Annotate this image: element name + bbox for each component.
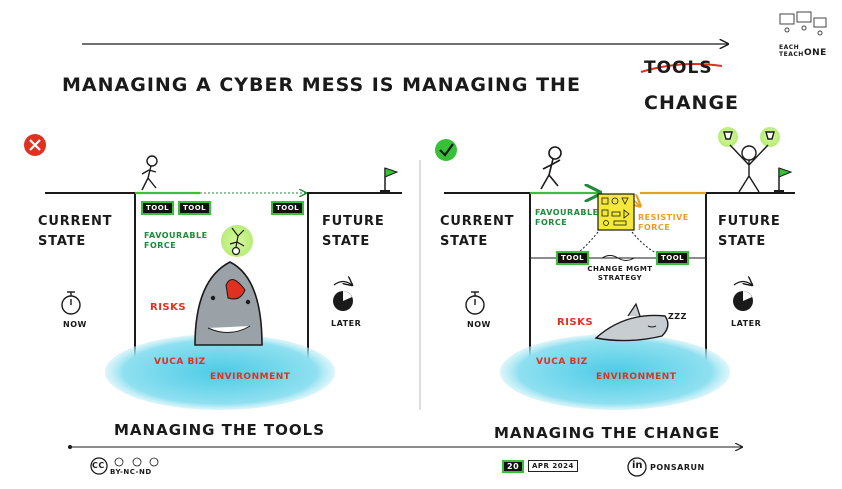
shark-icon: [194, 261, 263, 346]
right-later-label: LATER: [731, 319, 762, 328]
strike-line: [640, 63, 723, 73]
strategy-label: CHANGE MGMT STRATEGY: [587, 265, 653, 282]
number-badge: 20: [502, 460, 525, 473]
strategy-note-icon: [597, 193, 635, 231]
cc-label: CC: [92, 461, 105, 470]
walker-figure: [141, 155, 158, 191]
right-environment-label: ENVIRONMENT: [596, 372, 677, 382]
left-risks-label: RISKS: [150, 302, 187, 313]
sleeping-shark-icon: [594, 302, 669, 342]
left-caption: MANAGING THE TOOLS: [114, 421, 326, 439]
stopwatch-icon: [61, 291, 81, 315]
brand-line1: EACH: [779, 44, 800, 51]
right-future-state: FUTURE STATE: [718, 214, 781, 249]
date-badge: APR 2024: [528, 460, 578, 472]
tool-badge: TOOL: [178, 201, 212, 215]
left-now-label: NOW: [63, 320, 87, 329]
finish-flag-icon-right: [774, 167, 793, 193]
left-later-label: LATER: [331, 319, 362, 328]
tool-badge: TOOL: [271, 201, 305, 215]
stopwatch-icon-right: [465, 291, 485, 315]
right-now-label: NOW: [467, 320, 491, 329]
tool-badge: TOOL: [141, 201, 175, 215]
right-water: [500, 334, 730, 410]
left-environment-label: ENVIRONMENT: [210, 372, 291, 382]
walker-figure-right: [540, 146, 562, 190]
tool-badge: TOOL: [656, 251, 690, 265]
brand-line3: ONE: [804, 48, 827, 58]
right-favourable-force: FAVOURABLE FORCE: [535, 208, 599, 227]
falling-figure: [221, 225, 253, 257]
brand-line2: TEACH: [779, 51, 804, 58]
left-vuca-label: VUCA BIZ: [154, 357, 206, 367]
left-cliff-far: [307, 192, 402, 360]
replacement-word: CHANGE: [644, 92, 740, 114]
strategy-chain: [601, 255, 635, 261]
linkedin-label: in: [632, 460, 643, 471]
right-risks-label: RISKS: [557, 317, 594, 328]
author-label: PONSARUN: [650, 463, 705, 472]
winner-figure: [718, 127, 780, 193]
right-current-state: CURRENT STATE: [440, 214, 515, 249]
linkedin-icon: [627, 457, 647, 477]
finish-flag-icon: [380, 167, 399, 193]
struck-word: TOOLS: [644, 58, 713, 78]
right-caption: MANAGING THE CHANGE: [494, 424, 721, 442]
brand-logo-icon: [779, 11, 827, 36]
tool-badge: TOOL: [556, 251, 590, 265]
license-label: BY-NC-ND: [110, 468, 152, 476]
later-timer-icon: [333, 282, 353, 311]
page-title: MANAGING A CYBER MESS IS MANAGING THE: [62, 74, 581, 96]
wrong-icon: [24, 134, 46, 156]
right-vuca-label: VUCA BIZ: [536, 357, 588, 367]
snore-label: ZZZ: [668, 312, 687, 321]
later-timer-icon-right: [733, 282, 753, 311]
left-future-state: FUTURE STATE: [322, 214, 385, 249]
left-favourable-force: FAVOURABLE FORCE: [144, 231, 208, 250]
right-resistive-force: RESISTIVE FORCE: [638, 213, 689, 232]
cc-license-icon: [90, 457, 159, 475]
left-water: [105, 334, 335, 410]
correct-icon: [435, 139, 457, 161]
left-current-state: CURRENT STATE: [38, 214, 113, 249]
